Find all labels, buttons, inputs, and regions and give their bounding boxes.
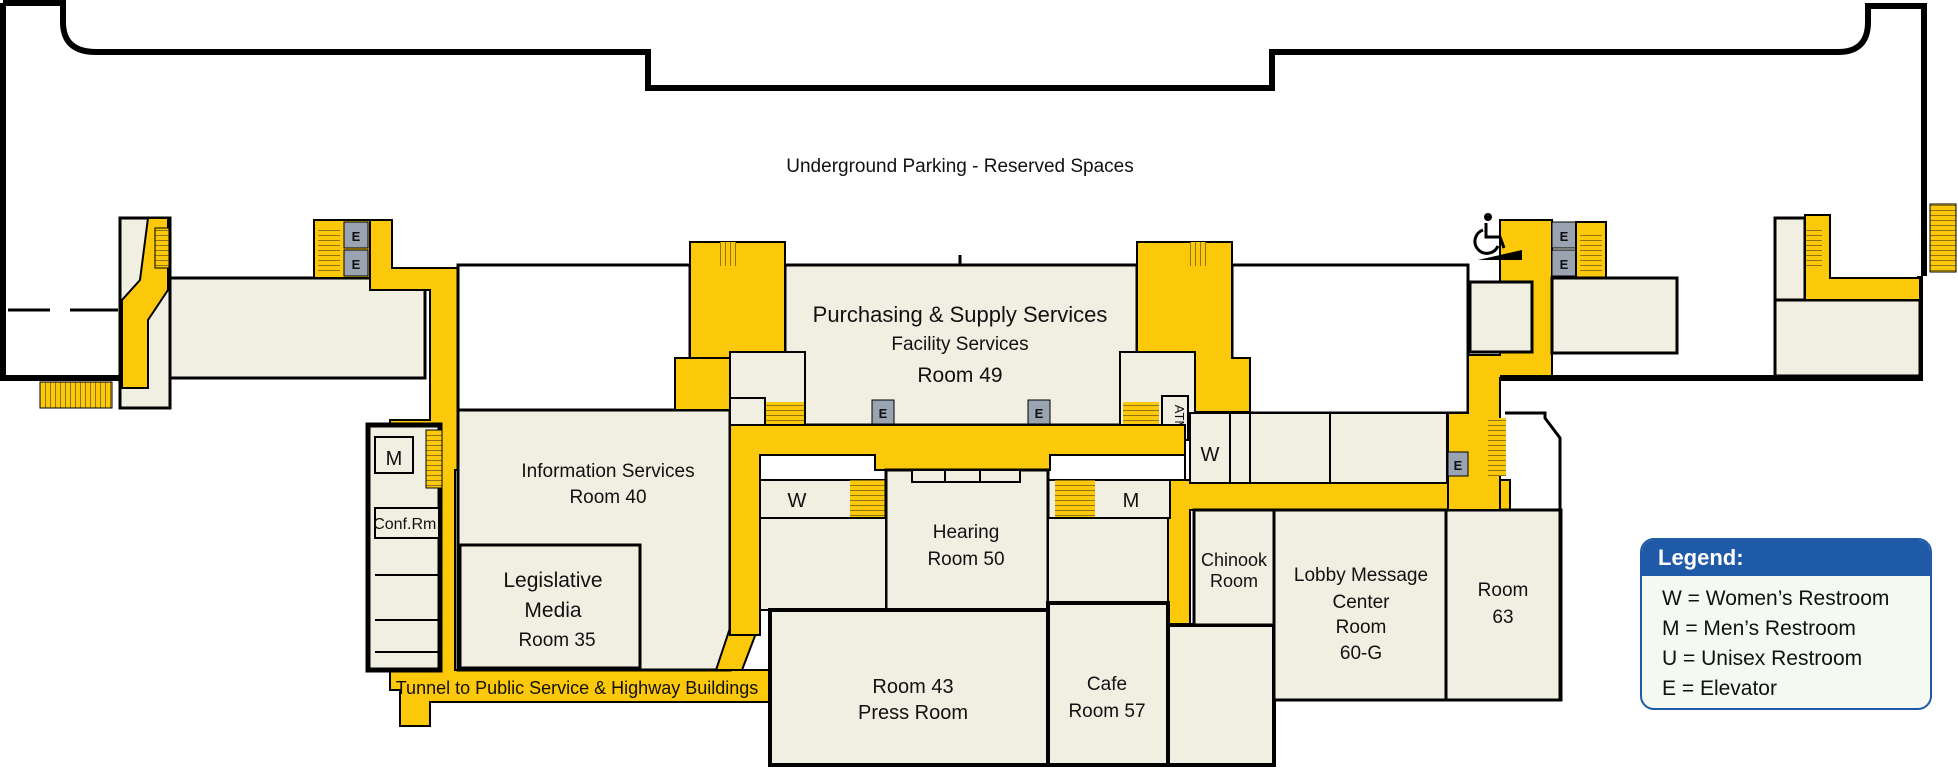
- elevator-label: E: [352, 229, 361, 244]
- press-room-label: Press Room: [858, 702, 968, 724]
- room-50-label: Room 50: [927, 549, 1004, 570]
- room-57-label: Room 57: [1068, 701, 1145, 722]
- lobby-room-label: Room: [1336, 617, 1387, 638]
- elevator-label: E: [1560, 229, 1569, 244]
- tunnel-label: Tunnel to Public Service & Highway Build…: [396, 678, 759, 698]
- lobby-message-center: [1272, 508, 1448, 702]
- media-label: Media: [524, 599, 582, 622]
- mens-restroom-center: M: [1123, 490, 1140, 512]
- elevator-east-1: [1551, 221, 1577, 249]
- elevator-west-1: [343, 221, 369, 249]
- wheelchair-icon: [1473, 213, 1522, 260]
- information-services-label: Information Services: [521, 461, 694, 482]
- facility-services-label: Facility Services: [891, 334, 1028, 355]
- west-wing: [143, 276, 427, 380]
- legend: Legend: W = Women’s Restroom M = Men’s R…: [1640, 538, 1932, 710]
- chinook-label: Chinook: [1201, 550, 1268, 570]
- parking-label: Underground Parking - Reserved Spaces: [786, 156, 1133, 177]
- conference-room-label: Conf.Rm.: [373, 516, 441, 533]
- legend-item-womens: W = Women’s Restroom: [1662, 587, 1890, 610]
- room-63-label: Room: [1478, 580, 1529, 601]
- elevator-west-2: [343, 249, 369, 277]
- room-60g-label: 60-G: [1340, 643, 1382, 664]
- legislative-media-room: [458, 543, 642, 670]
- room-63-number: 63: [1492, 607, 1513, 628]
- elevator-label: E: [1454, 458, 1463, 473]
- lobby-message-label: Lobby Message: [1294, 565, 1428, 586]
- room-40-label: Room 40: [569, 487, 646, 508]
- room-35-label: Room 35: [518, 630, 595, 651]
- cafe-room: [1046, 601, 1170, 767]
- legend-item-mens: M = Men’s Restroom: [1662, 617, 1856, 640]
- room-43-label: Room 43: [872, 676, 953, 698]
- elevator-east-2: [1551, 249, 1577, 277]
- legend-item-unisex: U = Unisex Restroom: [1662, 647, 1863, 670]
- legend-item-elevator: E = Elevator: [1662, 677, 1777, 700]
- purchasing-label: Purchasing & Supply Services: [813, 302, 1108, 327]
- room-63: [1444, 508, 1563, 702]
- east-wing: [1550, 276, 1679, 355]
- mens-restroom-west: M: [386, 448, 403, 470]
- purchasing-room: [783, 263, 1139, 427]
- elevator-label: E: [352, 257, 361, 272]
- legend-list: W = Women’s Restroom M = Men’s Restroom …: [1642, 576, 1930, 704]
- womens-restroom-east: W: [1201, 444, 1220, 466]
- hearing-label: Hearing: [933, 522, 1000, 543]
- elevator-label: E: [879, 406, 888, 421]
- womens-restroom-center: W: [788, 490, 807, 512]
- elevator-label: E: [1560, 257, 1569, 272]
- chinook-room-label: Room: [1210, 571, 1258, 591]
- elevator-label: E: [1035, 406, 1044, 421]
- elevator-east-3: [1447, 451, 1469, 477]
- legislative-label: Legislative: [503, 569, 602, 592]
- cafe-label: Cafe: [1087, 674, 1127, 695]
- legend-title: Legend:: [1642, 540, 1930, 576]
- lobby-center-label: Center: [1332, 592, 1390, 613]
- room-49-label: Room 49: [917, 364, 1002, 387]
- hearing-room: [884, 468, 1050, 632]
